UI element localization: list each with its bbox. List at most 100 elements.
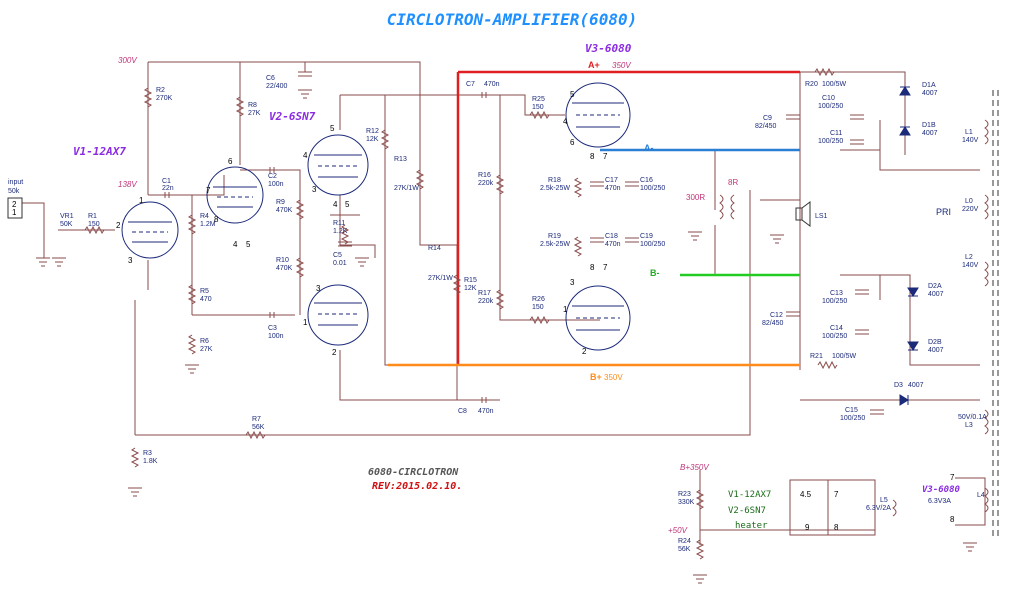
label-c3-v: 100n [268, 333, 284, 340]
label-c6: C6 [266, 75, 275, 82]
tube-pins: 1 2 3 6 7 8 4 5 5 4 3 3 1 2 4 5 5 4 6 8 … [116, 90, 608, 357]
rail-138v: 138V [118, 180, 137, 189]
label-r9: R9 [276, 199, 285, 206]
v2b-tube [307, 284, 369, 346]
label-d2b-v: 4007 [928, 347, 944, 354]
label-l2-v: 140V [962, 262, 979, 269]
label-c13-v: 100/250 [822, 298, 847, 305]
label-c5: C5 [333, 252, 342, 259]
rail-a-plus-v: 350V [612, 61, 631, 70]
label-r4: R4 [200, 213, 209, 220]
label-r21-v: 100/5W [832, 353, 857, 360]
label-r9-v: 470K [276, 207, 293, 214]
svg-text:4: 4 [333, 200, 338, 209]
rail-a-plus: A+ [588, 60, 600, 70]
label-r6: R6 [200, 338, 209, 345]
label-c18-v: 470n [605, 241, 621, 248]
label-r26: R26 [532, 296, 545, 303]
svg-text:5: 5 [246, 240, 251, 249]
capacitors [164, 71, 884, 415]
v1b-tube [206, 166, 264, 224]
label-r25-v: 150 [532, 104, 544, 111]
label-r10-v: 470K [276, 265, 293, 272]
footer-rev: REV:2015.02.10. [372, 481, 462, 492]
svg-text:3: 3 [316, 284, 321, 293]
heater-line1: V1-12AX7 [728, 490, 771, 500]
label-d3: D3 [894, 382, 903, 389]
label-r3: R3 [143, 450, 152, 457]
svg-text:4: 4 [233, 240, 238, 249]
v3-label-heater: V3-6080 [922, 485, 961, 495]
svg-text:5: 5 [330, 124, 335, 133]
label-l3: L3 [965, 422, 973, 429]
svg-text:2: 2 [582, 347, 587, 356]
label-c19-v: 100/250 [640, 241, 665, 248]
svg-text:5: 5 [345, 200, 350, 209]
input-connector [7, 197, 23, 219]
heater-pin-45: 4.5 [800, 490, 812, 499]
label-r11: R11 [333, 220, 345, 227]
svg-text:1: 1 [563, 305, 568, 314]
diodes [899, 86, 919, 406]
label-r14-v: 27K/1W [428, 275, 453, 282]
a-plus-rail [456, 70, 800, 365]
label-l5-v: 6.3V/2A [866, 505, 891, 512]
label-r1-v: 150 [88, 221, 100, 228]
label-c16-v: 100/250 [640, 185, 665, 192]
heater-pin-9: 9 [805, 523, 810, 532]
label-r18-v: 2.5k-25W [540, 185, 570, 192]
v1-label: V1-12AX7 [73, 145, 126, 158]
label-r20: R20 [805, 81, 818, 88]
svg-text:6: 6 [228, 157, 233, 166]
label-r25: R25 [532, 96, 545, 103]
label-r24: R24 [678, 538, 691, 545]
label-c1: C1 [162, 178, 171, 185]
label-c18: C18 [605, 233, 618, 240]
label-r2: R2 [156, 87, 165, 94]
label-l3-v: 50V/0.1A [958, 414, 987, 421]
label-d2b: D2B [928, 339, 942, 346]
label-r17-v: 220k [478, 298, 494, 305]
label-d1a-v: 4007 [922, 90, 938, 97]
heater-pin-7: 7 [834, 490, 839, 499]
label-r8-v: 27K [248, 110, 261, 117]
label-r19-v: 2.5k-25W [540, 241, 570, 248]
svg-text:1: 1 [303, 318, 308, 327]
label-r19: R19 [548, 233, 561, 240]
label-ls1: LS1 [815, 213, 828, 220]
input-value: 50k [8, 188, 20, 195]
l4-pin-8: 8 [950, 515, 955, 524]
label-d2a-v: 4007 [928, 291, 944, 298]
resistors [84, 67, 838, 560]
svg-text:1: 1 [139, 196, 144, 205]
label-vr1: VR1 [60, 213, 74, 220]
label-d1b: D1B [922, 122, 936, 129]
v1a-tube [121, 201, 179, 259]
v3-heater-rating: 6.3V3A [928, 498, 951, 505]
label-c11-v: 100/250 [818, 138, 843, 145]
label-r12-v: 12K [366, 136, 379, 143]
rail-b-plus-v: 350V [604, 373, 623, 382]
label-r4-v: 1.2M [200, 221, 216, 228]
label-c15: C15 [845, 407, 858, 414]
label-l0: L0 [965, 198, 973, 205]
label-c2: C2 [268, 173, 277, 180]
label-r23: R23 [678, 491, 691, 498]
label-r13-v: 27K/1W [394, 185, 419, 192]
label-l4: L4 [977, 492, 985, 499]
v3-label-top: V3-6080 [585, 42, 632, 55]
label-r14: R14 [428, 245, 441, 252]
label-l1-v: 140V [962, 137, 979, 144]
v3b-tube [565, 285, 631, 351]
ground-symbols [36, 89, 977, 584]
label-r5: R5 [200, 288, 209, 295]
transformer [719, 90, 999, 540]
label-8r: 8R [728, 178, 738, 187]
label-r2-v: 270K [156, 95, 173, 102]
svg-text:3: 3 [312, 185, 317, 194]
label-r23-v: 330K [678, 499, 695, 506]
heater-box [789, 479, 876, 536]
label-c12-v: 82/450 [762, 320, 784, 327]
rail-p50: +50V [668, 526, 688, 535]
